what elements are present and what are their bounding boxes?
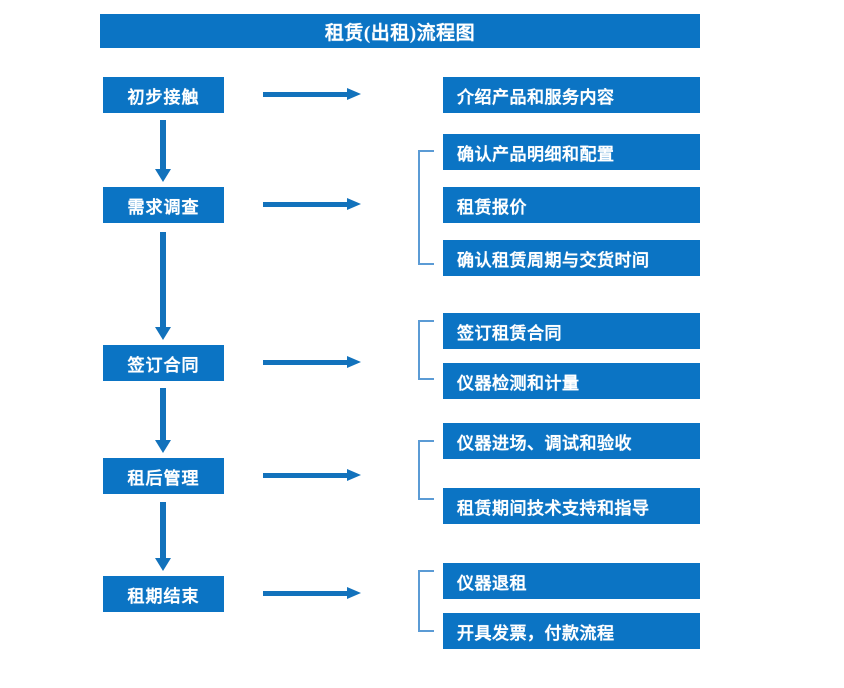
- detail-box-6[interactable]: 仪器检测和计量: [443, 363, 700, 399]
- bracket-group-4: [418, 570, 434, 632]
- stage-box-5[interactable]: 租期结束: [103, 576, 224, 612]
- horizontal-arrow-2: [263, 198, 361, 210]
- detail-box-7[interactable]: 仪器进场、调试和验收: [443, 423, 700, 459]
- stage-box-4[interactable]: 租后管理: [103, 458, 224, 494]
- detail-box-1[interactable]: 介绍产品和服务内容: [443, 77, 700, 113]
- stage-box-2[interactable]: 需求调查: [103, 187, 224, 223]
- detail-box-9[interactable]: 仪器退租: [443, 563, 700, 599]
- vertical-arrow-1: [155, 120, 171, 182]
- bracket-group-2: [418, 320, 434, 380]
- horizontal-arrow-5: [263, 587, 361, 599]
- stage-box-1[interactable]: 初步接触: [103, 77, 224, 113]
- horizontal-arrow-3: [263, 356, 361, 368]
- detail-box-5[interactable]: 签订租赁合同: [443, 313, 700, 349]
- horizontal-arrow-1: [263, 88, 361, 100]
- detail-box-8[interactable]: 租赁期间技术支持和指导: [443, 488, 700, 524]
- detail-box-10[interactable]: 开具发票，付款流程: [443, 613, 700, 649]
- vertical-arrow-4: [155, 502, 171, 571]
- detail-box-3[interactable]: 租赁报价: [443, 187, 700, 223]
- vertical-arrow-2: [155, 232, 171, 340]
- stage-box-3[interactable]: 签订合同: [103, 345, 224, 381]
- bracket-group-1: [418, 150, 434, 265]
- bracket-group-3: [418, 440, 434, 500]
- flowchart-title: 租赁(出租)流程图: [100, 14, 700, 48]
- detail-box-2[interactable]: 确认产品明细和配置: [443, 134, 700, 170]
- vertical-arrow-3: [155, 388, 171, 453]
- detail-box-4[interactable]: 确认租赁周期与交货时间: [443, 240, 700, 276]
- horizontal-arrow-4: [263, 469, 361, 481]
